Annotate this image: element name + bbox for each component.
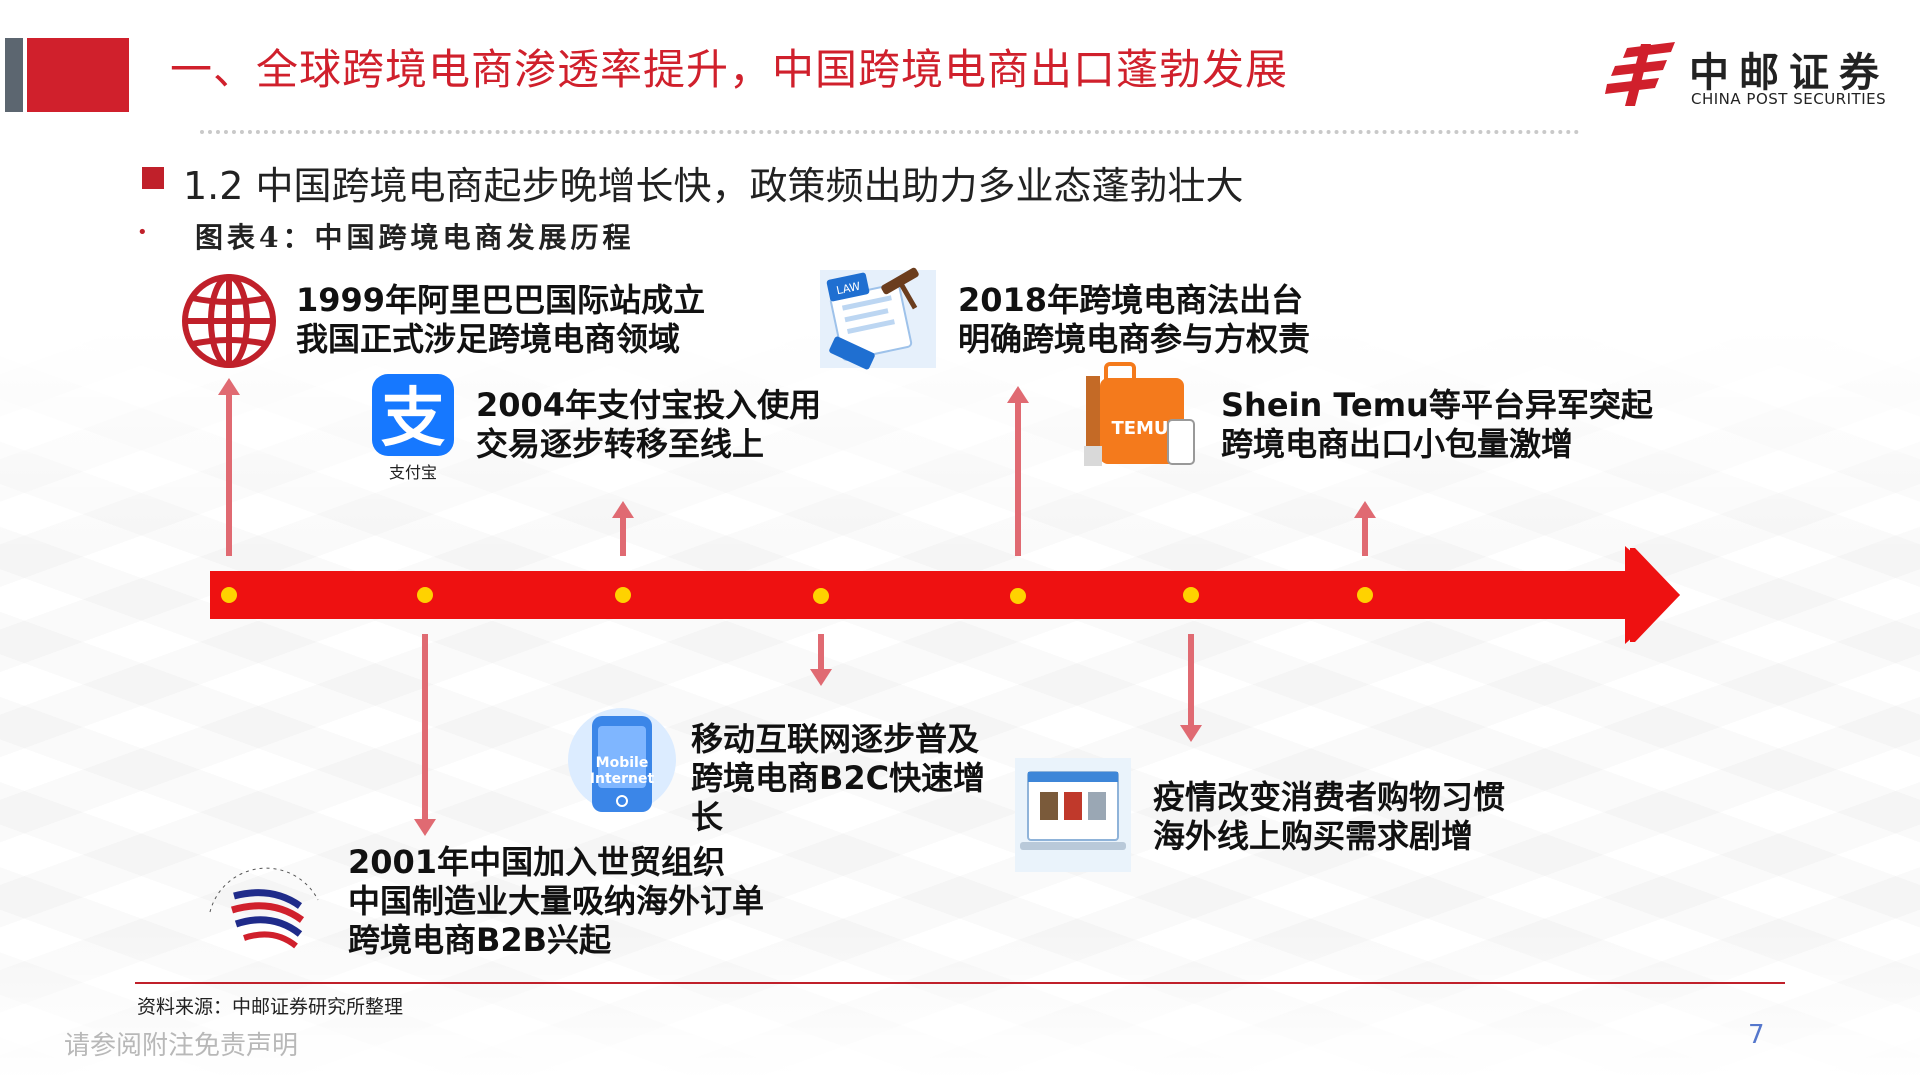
disclaimer-link[interactable]: 请参阅附注免责声明 [64,1031,299,1061]
connector-1999 [218,378,240,556]
timeline-main-arrow [210,546,1680,644]
svg-text:LAW: LAW [835,280,861,298]
header-block-red [27,38,129,112]
connector-2001 [414,634,436,836]
timeline-dot-mobile [813,588,829,604]
event-2004-line2: 交易逐步转移至线上 [476,425,765,463]
event-shein-temu: Shein Temu等平台异军突起 跨境电商出口小包量激增 [1221,386,1653,464]
event-shein-line1: Shein Temu等平台异军突起 [1221,386,1653,424]
event-2018-line2: 明确跨境电商参与方权责 [958,320,1311,358]
law-book-icon: LAW [820,267,936,370]
event-pandemic: 疫情改变消费者购物习惯 海外线上购买需求剧增 [1153,778,1505,856]
logo-english: CHINA POST SECURITIES [1691,90,1887,108]
timeline-dot-pandemic [1183,587,1199,603]
event-2018: 2018年跨境电商法出台 明确跨境电商参与方权责 [958,281,1310,359]
event-pandemic-line2: 海外线上购买需求剧增 [1153,817,1474,855]
event-pandemic-line1: 疫情改变消费者购物习惯 [1153,778,1506,816]
header-block-dark [5,38,23,112]
event-2004: 2004年支付宝投入使用 交易逐步转移至线上 [476,386,821,464]
event-2001-line2: 中国制造业大量吸纳海外订单 [348,882,765,920]
globe-icon [182,274,276,368]
timeline-dot-2018 [1010,588,1026,604]
page-number: 7 [1748,1020,1765,1050]
timeline-dot-1999 [221,587,237,603]
event-mobile-line3: 长 [691,798,724,836]
alipay-icon: 支 支付宝 [372,374,454,482]
event-mobile-internet: 移动互联网逐步普及 跨境电商B2C快速增 长 [691,720,985,837]
event-2018-line1: 2018年跨境电商法出台 [958,281,1304,319]
bullet-marker: • [137,222,148,243]
svg-text:Mobile: Mobile [596,755,649,771]
event-1999-line2: 我国正式涉足跨境电商领域 [296,320,681,358]
svg-text:支: 支 [381,382,445,456]
event-1999: 1999年阿里巴巴国际站成立 我国正式涉足跨境电商领域 [296,281,705,359]
event-2001-line3: 跨境电商B2B兴起 [348,921,612,959]
section-subtitle: 1.2 中国跨境电商起步晚增长快，政策频出助力多业态蓬勃壮大 [183,164,1244,208]
connector-shein [1354,501,1376,556]
china-post-logo-icon [1605,42,1675,106]
event-2001: 2001年中国加入世贸组织 中国制造业大量吸纳海外订单 跨境电商B2B兴起 [348,843,764,960]
timeline-dot-2001 [417,587,433,603]
online-shopping-laptop-icon [1015,758,1131,872]
timeline-dot-shein [1357,587,1373,603]
svg-text:TEMU: TEMU [1111,418,1168,439]
temu-shopping-icon: TEMU [1084,362,1195,466]
figure-title: 图表4：中国跨境电商发展历程 [195,221,635,254]
company-logo: 中邮证券 CHINA POST SECURITIES [1605,40,1895,110]
logo-chinese: 中邮证券 [1689,50,1889,96]
subtitle-square-marker [142,167,164,189]
svg-text:支付宝: 支付宝 [389,463,437,482]
connector-2018 [1007,386,1029,556]
mobile-internet-icon: Mobile Internet [568,708,676,812]
timeline-dot-2004 [615,587,631,603]
event-mobile-line1: 移动互联网逐步普及 [691,720,980,758]
header-divider [200,130,1580,134]
connector-mobile [810,634,832,686]
wto-logo-icon [209,867,319,949]
event-mobile-line2: 跨境电商B2C快速增 [691,759,986,797]
svg-text:Internet: Internet [590,771,655,787]
source-note: 资料来源：中邮证券研究所整理 [137,996,404,1018]
event-2001-line1: 2001年中国加入世贸组织 [348,843,726,881]
background-pattern [0,330,1920,1080]
footer-divider [135,982,1785,984]
event-1999-line1: 1999年阿里巴巴国际站成立 [296,281,706,319]
page-title: 一、全球跨境电商渗透率提升，中国跨境电商出口蓬勃发展 [170,45,1289,94]
event-2004-line1: 2004年支付宝投入使用 [476,386,822,424]
connector-pandemic [1180,634,1202,742]
connector-2004 [612,501,634,556]
event-shein-line2: 跨境电商出口小包量激增 [1221,425,1574,463]
